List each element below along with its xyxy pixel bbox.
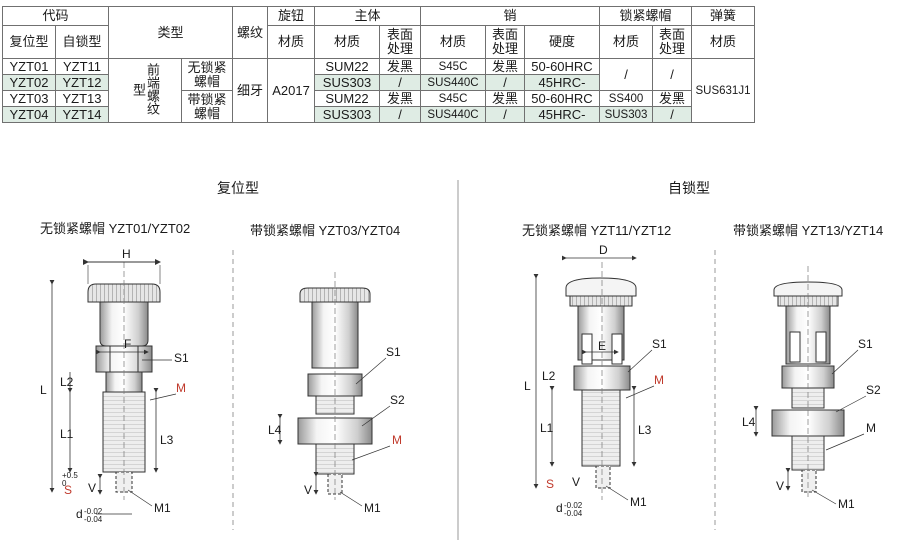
hdr-spring: 弹簧 — [691, 6, 755, 26]
dim-L4: L4 — [742, 415, 756, 429]
pin-mat: SUS440C — [420, 74, 486, 91]
dim-L: L — [40, 383, 47, 397]
section-self-lock-title: 自锁型 — [668, 180, 710, 196]
hdr-lock-nut: 锁紧螺帽 — [599, 6, 692, 26]
drawing-3-pin — [533, 255, 655, 501]
dim-M1: M1 — [838, 497, 855, 511]
dim-d-tol-lo: -0.04 — [84, 515, 103, 524]
surface-label: 表面处理 — [658, 27, 685, 56]
hdr-hardness: 硬度 — [524, 25, 600, 59]
dim-S2: S2 — [866, 383, 881, 397]
knob-value: A2017 — [267, 58, 315, 123]
dim-M: M — [866, 421, 876, 435]
hdr-spring-mat: 材质 — [691, 25, 755, 59]
dim-L4: L4 — [268, 423, 282, 437]
code-self: YZT14 — [55, 106, 109, 123]
nut-mat: SS400 — [599, 90, 653, 107]
dim-M: M — [176, 381, 186, 395]
dim-V: V — [572, 475, 580, 489]
dim-S1: S1 — [858, 337, 873, 351]
type-group-text: 前端螺纹型 — [131, 63, 160, 115]
dim-L: L — [524, 379, 531, 393]
dim-S2: S2 — [390, 393, 405, 407]
surface-label: 表面处理 — [386, 27, 413, 56]
hdr-pin-surf: 表面处理 — [485, 25, 525, 59]
spec-table: 代码 类型 螺纹 旋钮 主体 销 锁紧螺帽 弹簧 复位型 自锁型 材质 材质 表… — [2, 6, 755, 123]
dim-L1: L1 — [60, 427, 74, 441]
dim-S-tol-up: +0.5 — [62, 471, 78, 480]
pin-surf: / — [485, 74, 525, 91]
dim-M: M — [392, 433, 402, 447]
dim-L2: L2 — [60, 375, 74, 389]
dim-V: V — [776, 479, 784, 493]
dim-d-tol-up: -0.02 — [564, 501, 583, 510]
code-self: YZT11 — [55, 58, 109, 75]
dim-M1: M1 — [630, 495, 647, 509]
dim-S: S — [546, 477, 554, 491]
drawing-1-title: 无锁紧螺帽 YZT01/YZT02 — [40, 221, 191, 236]
nut-surf: / — [652, 106, 692, 123]
nut-surf-empty: / — [652, 58, 692, 91]
drawing-1-pin — [49, 259, 177, 515]
nut-mat: SUS303 — [599, 106, 653, 123]
dim-d: d — [556, 501, 563, 515]
dim-V: V — [304, 483, 312, 497]
dim-S: S — [64, 483, 72, 497]
drawing-4-title: 带锁紧螺帽 YZT13/YZT14 — [733, 223, 884, 238]
dim-M1: M1 — [364, 501, 381, 515]
hdr-knob-mat: 材质 — [267, 25, 315, 59]
nut-surf: 发黑 — [652, 90, 692, 107]
dim-M: M — [654, 373, 664, 387]
dim-L3: L3 — [638, 423, 652, 437]
code-reset: YZT02 — [2, 74, 56, 91]
dim-L3: L3 — [160, 433, 174, 447]
dim-L2: L2 — [542, 369, 556, 383]
body-mat: SUM22 — [314, 90, 380, 107]
spring-value: SUS631J1 — [691, 58, 755, 123]
body-mat: SUM22 — [314, 58, 380, 75]
hardness: 45HRC- — [524, 106, 600, 123]
pin-mat: SUS440C — [420, 106, 486, 123]
type-group: 前端螺纹型 — [108, 58, 182, 123]
dim-L1: L1 — [540, 421, 554, 435]
dim-d-tol-up: -0.02 — [84, 507, 103, 516]
dim-S1: S1 — [174, 351, 189, 365]
type-with-lock: 带锁紧螺帽 — [181, 90, 233, 123]
dim-F: F — [124, 337, 131, 351]
pin-surf: 发黑 — [485, 58, 525, 75]
code-self: YZT13 — [55, 90, 109, 107]
hdr-body-mat: 材质 — [314, 25, 380, 59]
dim-H: H — [122, 247, 131, 261]
dim-M1: M1 — [154, 501, 171, 515]
dim-S1: S1 — [652, 337, 667, 351]
body-surf: / — [379, 106, 421, 123]
dim-d: d — [76, 507, 83, 521]
drawing-2-title: 带锁紧螺帽 YZT03/YZT04 — [250, 223, 401, 238]
drawing-2-pin — [277, 272, 391, 507]
dim-D: D — [599, 243, 608, 257]
drawing-3-title: 无锁紧螺帽 YZT11/YZT12 — [522, 223, 672, 238]
dim-d-tol-lo: -0.04 — [564, 509, 583, 518]
drawing-4-pin — [753, 266, 867, 505]
dim-V: V — [88, 481, 96, 495]
code-reset: YZT04 — [2, 106, 56, 123]
surface-label: 表面处理 — [491, 27, 518, 56]
nut-mat-empty: / — [599, 58, 653, 91]
dim-E: E — [598, 339, 606, 353]
dim-S-tol-lo: 0 — [62, 479, 67, 488]
section-reset-title: 复位型 — [217, 180, 259, 196]
body-mat: SUS303 — [314, 74, 380, 91]
dim-S1: S1 — [386, 345, 401, 359]
pin-surf: / — [485, 106, 525, 123]
